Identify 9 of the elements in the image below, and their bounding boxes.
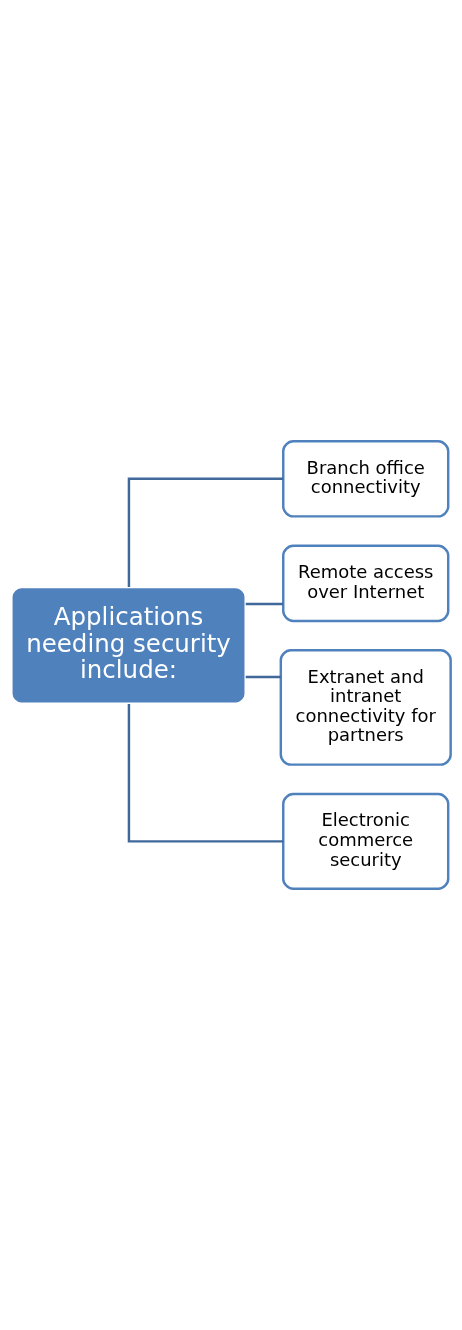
node-box: Branch office connectivity xyxy=(282,440,450,518)
connector xyxy=(127,703,284,843)
node-box: Electronic commerce security xyxy=(282,792,450,890)
connector xyxy=(127,477,284,587)
node-box: Remote access over Internet xyxy=(282,544,450,623)
node-box: Extranet and intranet connectivity for partners xyxy=(279,649,452,766)
node-box: Applications needing security include: xyxy=(10,585,247,705)
connector xyxy=(245,675,281,679)
connector xyxy=(245,602,284,606)
